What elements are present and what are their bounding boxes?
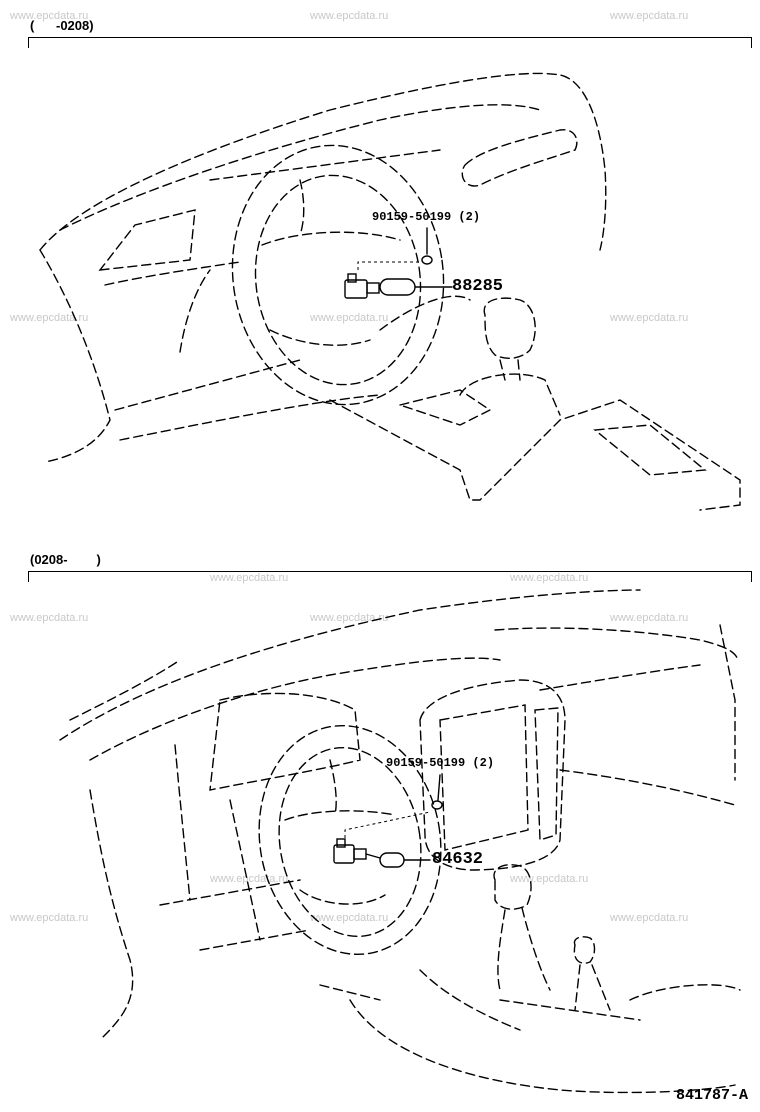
fastener-callout-top: 90159-50199 (2) [372,210,481,224]
clock-spring-88285 [344,273,453,299]
clock-spring-84632 [333,838,431,868]
figure-number: 841787-A [675,1087,748,1104]
range-label-top: ( -0208) [30,18,94,33]
watermark: www.epcdata.ru [310,612,389,624]
console-bottom [419,864,741,1031]
watermark: www.epcdata.ru [10,612,89,624]
watermark: www.epcdata.ru [10,312,89,324]
watermark: www.epcdata.ru [210,572,289,584]
watermark: www.epcdata.ru [610,312,689,324]
range-label-bottom: (0208- ) [30,552,101,567]
watermark: www.epcdata.ru [610,612,689,624]
watermark: www.epcdata.ru [310,912,389,924]
watermark: www.epcdata.ru [10,912,89,924]
watermark: www.epcdata.ru [310,10,389,22]
dashboard-bottom [59,589,739,1094]
watermark: www.epcdata.ru [610,10,689,22]
steering-wheel-bottom [258,724,442,956]
steering-wheel-top [231,144,445,406]
section-bracket-bottom [28,571,752,582]
watermark: www.epcdata.ru [610,912,689,924]
watermark: www.epcdata.ru [310,312,389,324]
part-callout-88285: 88285 [452,277,504,296]
dashboard-top [39,72,607,463]
screw-90159-top [357,227,433,270]
fastener-callout-bottom: 90159-50199 (2) [386,756,495,770]
part-callout-84632: 84632 [432,850,484,869]
instrument-cluster-bottom [419,679,566,871]
console-top [329,295,741,511]
watermark: www.epcdata.ru [10,10,89,22]
screw-90159-bottom [344,774,443,838]
section-bracket-top [28,37,752,48]
watermark: www.epcdata.ru [510,572,589,584]
